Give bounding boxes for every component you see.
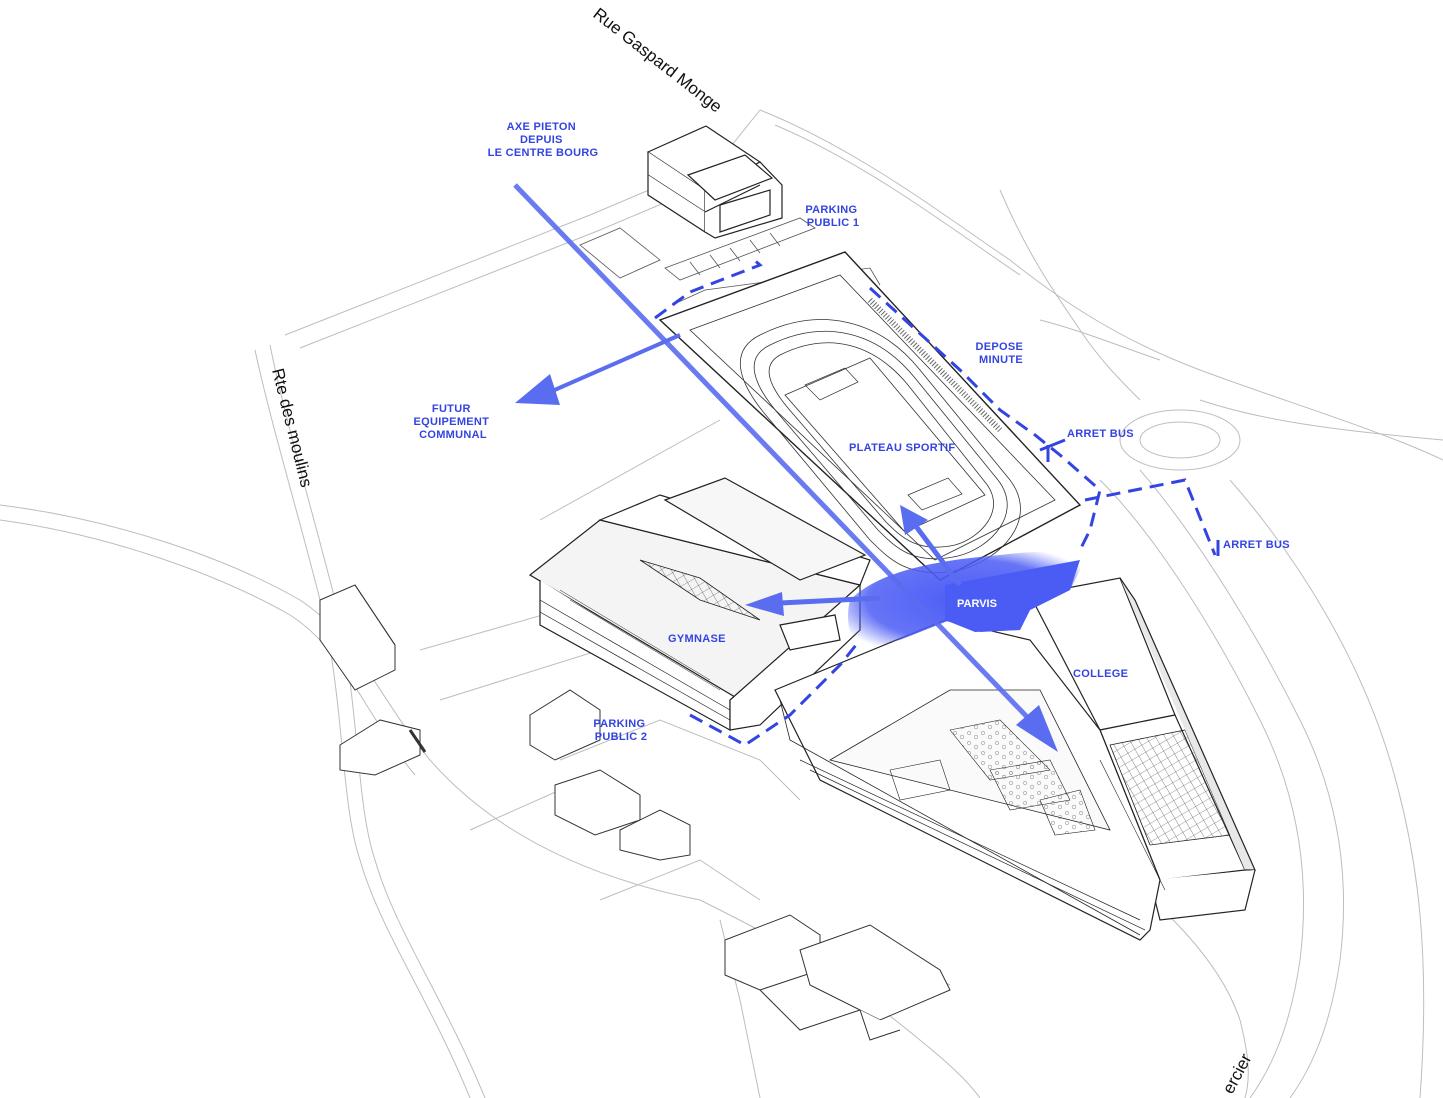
- label-parking-public-2: PARKING PUBLIC 2: [593, 718, 648, 743]
- label-depose-minute: DEPOSE MINUTE: [975, 341, 1026, 366]
- parvis-plaza-core: [945, 560, 1080, 632]
- college-building: [774, 577, 1256, 941]
- dashed-boundaries: [654, 256, 1217, 747]
- label-plateau-sportif: PLATEAU SPORTIF: [849, 442, 955, 454]
- gymnasium-building: [528, 477, 871, 732]
- road-label-rue-gaspard-monge: Rue Gaspard Monge: [590, 4, 726, 116]
- label-parking-public-1: PARKING PUBLIC 1: [805, 204, 860, 229]
- label-arret-bus-1: ARRET BUS: [1067, 428, 1134, 440]
- pedestrian-axis: [513, 183, 1058, 752]
- label-parvis: PARVIS: [957, 598, 997, 610]
- label-gymnase: GYMNASE: [668, 633, 726, 645]
- neighbouring-houses: [319, 584, 951, 1041]
- flow-arrows: [515, 333, 962, 616]
- residential-building: [646, 125, 783, 239]
- bus-stop-markers: [1039, 438, 1220, 556]
- label-futur-equipement: FUTUR EQUIPEMENT COMMUNAL: [413, 403, 492, 441]
- terrain-lines: [0, 109, 1443, 1098]
- label-college: COLLEGE: [1073, 668, 1128, 680]
- road-label-bottom-right: ercier: [1219, 1050, 1256, 1097]
- label-axe-pieton: AXE PIETON DEPUIS LE CENTRE BOURG: [488, 121, 599, 159]
- label-arret-bus-2: ARRET BUS: [1223, 539, 1290, 551]
- road-label-rte-des-moulins: Rte des moulins: [268, 366, 316, 489]
